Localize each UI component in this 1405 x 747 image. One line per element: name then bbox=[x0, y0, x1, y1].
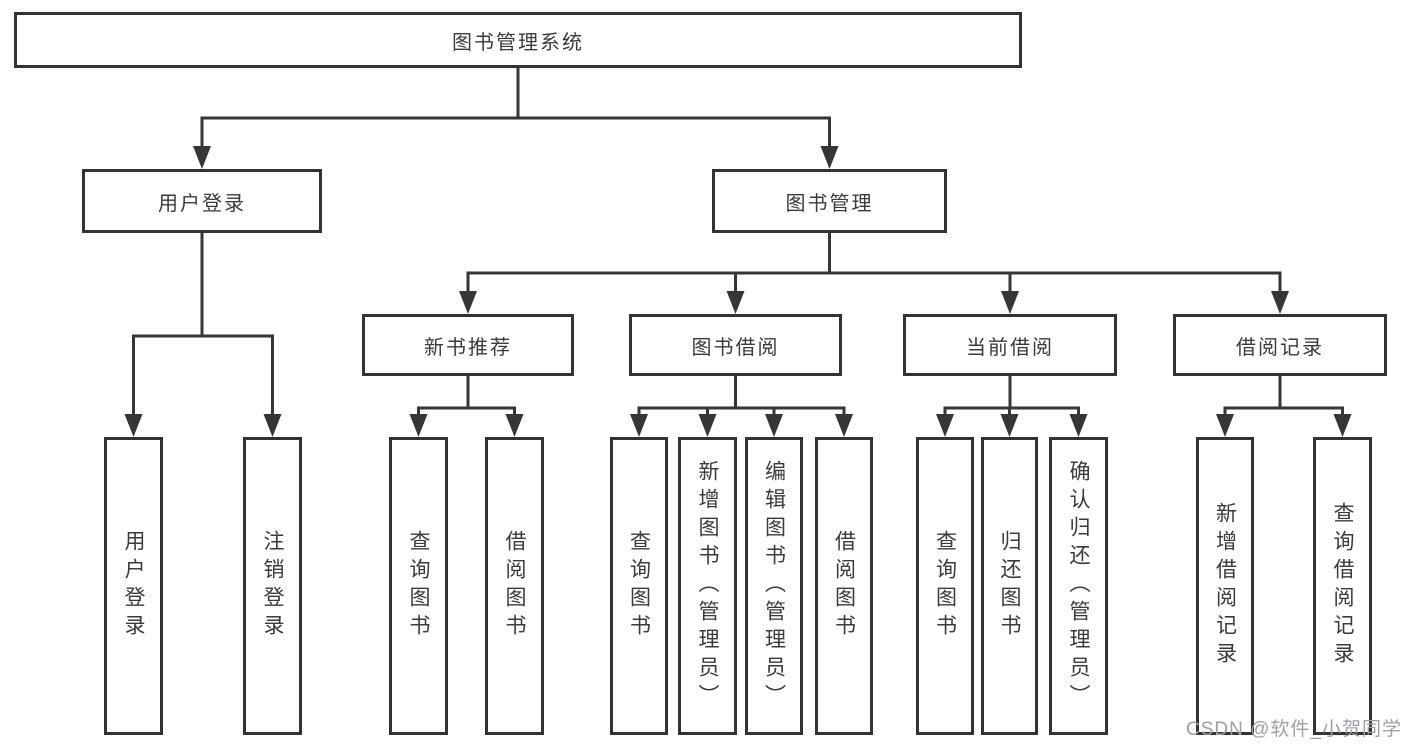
arrow-down-icon bbox=[409, 414, 428, 437]
node-label: 查询图书 bbox=[627, 530, 651, 642]
connector-lines bbox=[132, 68, 1344, 419]
node-label: 编辑图书（管理员） bbox=[762, 460, 786, 712]
arrow-down-icon bbox=[505, 414, 524, 437]
leaf-borrow-books-under-borrowing: 借阅图书 bbox=[815, 437, 873, 735]
arrow-down-icon bbox=[1069, 414, 1088, 437]
node-label: 借阅图书 bbox=[503, 530, 527, 642]
leaf-add-borrow-record: 新增借阅记录 bbox=[1196, 437, 1254, 735]
leaf-edit-book-admin: 编辑图书（管理员） bbox=[745, 437, 803, 735]
arrow-down-icon bbox=[193, 146, 211, 169]
arrow-down-icon bbox=[835, 414, 853, 437]
node-new-book-recommendation: 新书推荐 bbox=[362, 314, 574, 376]
leaf-borrow-books-under-new-book: 借阅图书 bbox=[485, 437, 544, 735]
connector-current-borrow-to-leaves bbox=[943, 376, 1080, 419]
leaf-confirm-return-admin: 确认归还（管理员） bbox=[1049, 437, 1108, 735]
arrow-down-icon bbox=[459, 291, 477, 314]
connector-user-login-to-leaves bbox=[132, 233, 274, 419]
leaf-query-books-under-new-book: 查询图书 bbox=[389, 437, 448, 735]
node-label: 查询借阅记录 bbox=[1331, 502, 1355, 670]
arrow-down-icon bbox=[1000, 414, 1019, 437]
arrow-down-icon bbox=[820, 146, 839, 169]
node-library-management-system: 图书管理系统 bbox=[14, 12, 1022, 68]
leaf-query-books-under-borrowing: 查询图书 bbox=[610, 437, 668, 735]
node-label: 图书管理 bbox=[785, 192, 874, 215]
arrow-down-icon bbox=[630, 414, 648, 437]
connector-new-book-to-leaves bbox=[417, 376, 516, 419]
node-label: 新书推荐 bbox=[424, 336, 512, 359]
arrow-down-icon bbox=[1271, 291, 1289, 314]
leaf-query-books-under-current: 查询图书 bbox=[916, 437, 974, 735]
leaf-logout: 注销登录 bbox=[243, 437, 302, 735]
arrow-down-icon bbox=[936, 414, 954, 437]
node-label: 图书借阅 bbox=[691, 336, 780, 359]
node-label: 借阅图书 bbox=[832, 530, 856, 642]
node-label: 查询图书 bbox=[407, 530, 431, 642]
connector-book-borrow-to-leaves bbox=[637, 376, 846, 419]
leaf-user-login: 用户登录 bbox=[104, 437, 163, 735]
arrow-down-icon bbox=[698, 414, 717, 437]
node-label: 当前借阅 bbox=[966, 336, 1054, 359]
node-label: 新增图书（管理员） bbox=[696, 460, 720, 712]
node-label: 借阅记录 bbox=[1236, 336, 1324, 359]
arrow-down-icon bbox=[765, 414, 783, 437]
connector-root-to-level2 bbox=[200, 68, 831, 152]
node-label: 查询图书 bbox=[933, 530, 957, 642]
node-borrowing-records: 借阅记录 bbox=[1173, 314, 1387, 376]
node-user-login: 用户登录 bbox=[82, 169, 322, 233]
leaf-query-borrow-record: 查询借阅记录 bbox=[1313, 437, 1372, 735]
node-label: 新增借阅记录 bbox=[1213, 502, 1237, 670]
node-book-borrowing: 图书借阅 bbox=[629, 314, 842, 376]
csdn-watermark: CSDN @软件_小贺同学 bbox=[1186, 719, 1402, 740]
connector-borrow-records-to-leaves bbox=[1223, 376, 1344, 419]
node-label: 注销登录 bbox=[261, 530, 285, 642]
connector-book-mgmt-to-level3 bbox=[466, 233, 1282, 296]
arrow-down-icon bbox=[726, 291, 745, 314]
node-label: 确认归还（管理员） bbox=[1067, 460, 1091, 712]
arrow-down-icon bbox=[124, 414, 143, 437]
node-label: 归还图书 bbox=[998, 530, 1022, 642]
arrow-down-icon bbox=[1333, 414, 1352, 437]
arrow-down-icon bbox=[263, 414, 282, 437]
arrow-down-icon bbox=[1216, 414, 1234, 437]
node-book-management: 图书管理 bbox=[712, 169, 947, 233]
node-label: 图书管理系统 bbox=[452, 31, 584, 54]
node-label: 用户登录 bbox=[122, 530, 146, 642]
node-current-borrowing: 当前借阅 bbox=[903, 314, 1117, 376]
node-label: 用户登录 bbox=[158, 192, 246, 215]
arrowheads bbox=[124, 146, 1352, 437]
arrow-down-icon bbox=[1001, 291, 1019, 314]
leaf-add-book-admin: 新增图书（管理员） bbox=[678, 437, 737, 735]
leaf-return-book: 归还图书 bbox=[981, 437, 1038, 735]
